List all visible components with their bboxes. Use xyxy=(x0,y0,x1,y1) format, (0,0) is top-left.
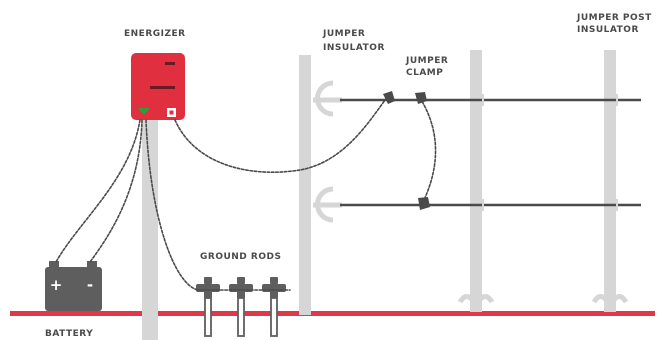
battery-positive-label: + xyxy=(50,276,63,294)
wire-energizer-to-fence xyxy=(174,95,389,173)
energizer-label: ENERGIZER xyxy=(124,29,186,39)
line-post-middle xyxy=(457,50,495,312)
energizer-post xyxy=(142,100,158,340)
car-battery-icon: + - xyxy=(45,261,102,311)
jumper-wire xyxy=(419,97,437,201)
ground-rods-label: GROUND RODS xyxy=(200,252,281,262)
insulator-top xyxy=(313,80,342,117)
insulator-post xyxy=(299,55,311,315)
wire-energizer-to-battery-positive xyxy=(55,119,141,263)
line-post-right xyxy=(591,50,629,312)
alligator-clamp-icon xyxy=(383,91,430,210)
ground-line xyxy=(10,311,655,316)
wire-energizer-to-battery-negative xyxy=(89,119,143,263)
insulator-bottom xyxy=(313,186,342,223)
ground-rod-icon xyxy=(196,277,286,337)
wire-energizer-to-ground-rods xyxy=(145,119,291,291)
battery-negative-label: - xyxy=(87,276,93,294)
wire-clips xyxy=(482,94,618,211)
battery-label: BATTERY xyxy=(45,329,93,339)
energizer-icon xyxy=(131,53,185,120)
connection-wires xyxy=(55,95,437,291)
